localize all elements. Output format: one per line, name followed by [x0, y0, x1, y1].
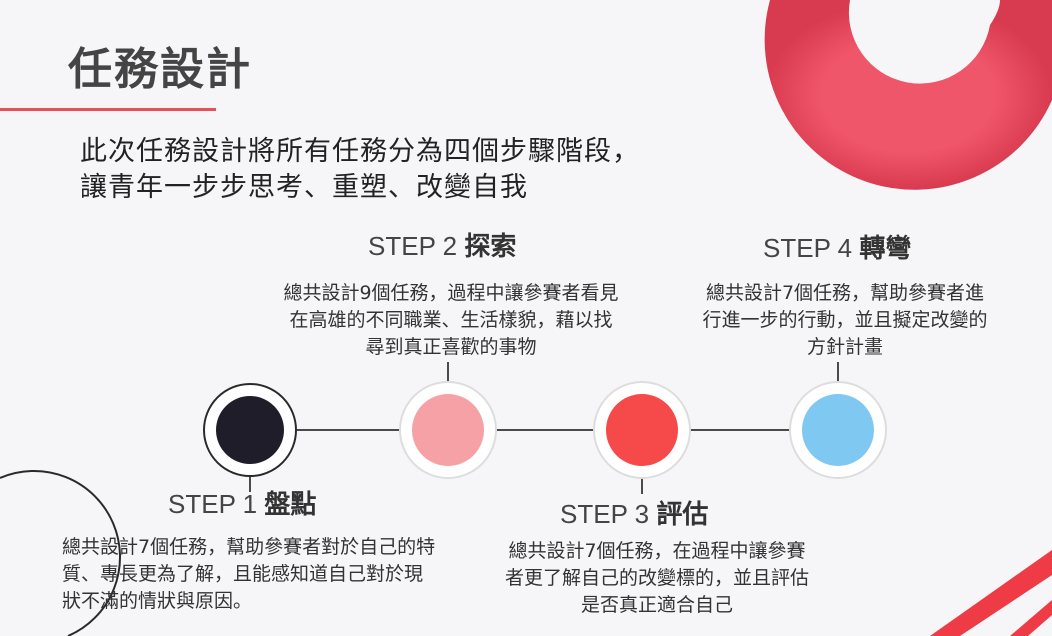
step-3-description: 總共設計7個任務，在過程中讓參賽者更了解自己的改變標的，並且評估是否真正適合自己 [504, 540, 809, 616]
step-4-node [789, 381, 887, 479]
step-1-dot [216, 396, 284, 464]
step-2-name: 探索 [464, 232, 517, 262]
step-2-dot [412, 394, 484, 466]
step-1-label: STEP 1 [168, 489, 258, 519]
step-3-name: 評估 [656, 500, 709, 530]
step-3-node [593, 381, 691, 479]
step-4-title: STEP 4 轉彎 [763, 232, 911, 265]
step-4-label: STEP 4 [763, 233, 853, 263]
step-4-name: 轉彎 [859, 234, 912, 264]
slide-title: 任務設計 [68, 44, 252, 95]
title-underline [0, 108, 216, 111]
step-2-title: STEP 2 探索 [368, 230, 516, 263]
step-2-label: STEP 2 [368, 231, 458, 261]
step-2-description: 總共設計9個任務，過程中讓參賽者看見在高雄的不同職業、生活樣貌，藉以找尋到真正喜… [283, 282, 619, 358]
step-3-dot [606, 394, 678, 466]
step-1-node [203, 383, 297, 477]
step-3-title: STEP 3 評估 [560, 498, 708, 531]
step-1-name: 盤點 [264, 490, 317, 520]
step-1-description: 總共設計7個任務，幫助參賽者對於自己的特質、專長更為了解，且能感知道自己對於現狀… [62, 536, 436, 612]
step-1-title: STEP 1 盤點 [168, 488, 316, 521]
intro-text: 此次任務設計將所有任務分為四個步驟階段，讓青年一步步思考、重塑、改變自我 [80, 136, 640, 203]
step-3-label: STEP 3 [560, 499, 650, 529]
step-4-dot [802, 394, 874, 466]
step-2-node [399, 381, 497, 479]
step-4-description: 總共設計7個任務，幫助參賽者進行進一步的行動，並且擬定改變的方針計畫 [702, 282, 988, 358]
